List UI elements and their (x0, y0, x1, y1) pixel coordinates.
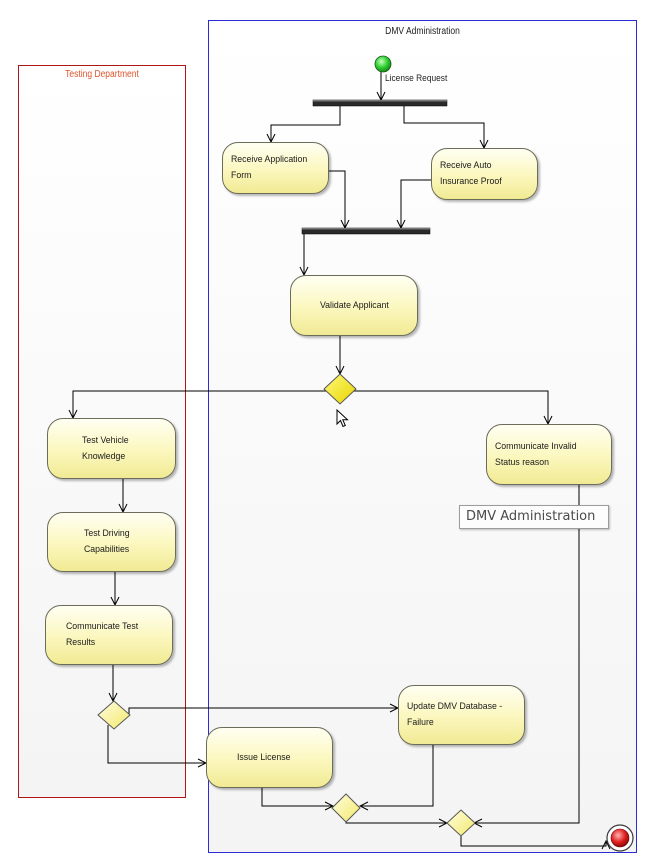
activity-receive-application-form[interactable]: Receive Application Form (222, 142, 329, 194)
activity-issue-license[interactable]: Issue License (206, 727, 333, 788)
activity-label: Update DMV Database - Failure (407, 701, 503, 728)
merge-node-2[interactable] (446, 809, 476, 837)
flow-decision-to-issue (107, 725, 206, 763)
activity-validate-applicant[interactable]: Validate Applicant (290, 275, 418, 336)
activity-label: Communicate Invalid Status reason (495, 440, 577, 468)
activity-label: Test Vehicle Knowledge (82, 434, 129, 462)
activity-test-driving-capabilities[interactable]: Test Driving Capabilities (47, 512, 176, 572)
join-bar-highlight (302, 228, 430, 230)
decision-test-results[interactable] (97, 700, 131, 730)
activity-communicate-invalid-status[interactable]: Communicate Invalid Status reason (486, 424, 612, 485)
flow-decision-to-update (128, 708, 398, 714)
flow-decision-to-invalid (354, 390, 548, 424)
flow-issue-to-merge (261, 788, 333, 806)
flow-update-to-merge (360, 745, 434, 806)
activity-communicate-test-results[interactable]: Communicate Test Results (45, 605, 173, 665)
flow-application-to-join (329, 170, 345, 228)
activity-receive-auto-insurance-proof[interactable]: Receive Auto Insurance Proof (431, 148, 538, 200)
flow-merge-to-final-merge (345, 818, 447, 823)
fork-bar-highlight (313, 100, 447, 102)
mouse-pointer-icon (336, 409, 349, 428)
flow-fork-to-application (271, 106, 341, 142)
start-label: License Request (385, 73, 448, 84)
flow-fork-to-insurance (403, 106, 484, 148)
flow-insurance-to-join (401, 179, 431, 228)
hover-tooltip: DMV Administration (459, 505, 609, 529)
flow-invalid-to-final-merge (474, 485, 580, 823)
activity-label: Receive Auto Insurance Proof (440, 160, 502, 187)
activity-label: Validate Applicant (319, 299, 389, 311)
activity-test-vehicle-knowledge[interactable]: Test Vehicle Knowledge (47, 418, 176, 479)
activity-update-dmv-database-failure[interactable]: Update DMV Database - Failure (398, 685, 525, 745)
merge-node-1[interactable] (331, 793, 361, 823)
activity-label: Issue License (237, 751, 291, 763)
decision-validation[interactable] (323, 373, 357, 405)
initial-node[interactable] (374, 55, 392, 73)
activity-label: Receive Application Form (231, 154, 308, 181)
final-node[interactable] (610, 828, 630, 848)
activity-label: Test Driving Capabilities (84, 528, 130, 555)
activity-label: Communicate Test Results (66, 621, 139, 648)
flow-merge-to-end (460, 836, 606, 846)
flow-decision-to-test-vehicle (73, 390, 326, 418)
swimlane-title-dmv: DMV Administration (385, 26, 460, 37)
swimlane-title-testing: Testing Department (65, 69, 139, 80)
